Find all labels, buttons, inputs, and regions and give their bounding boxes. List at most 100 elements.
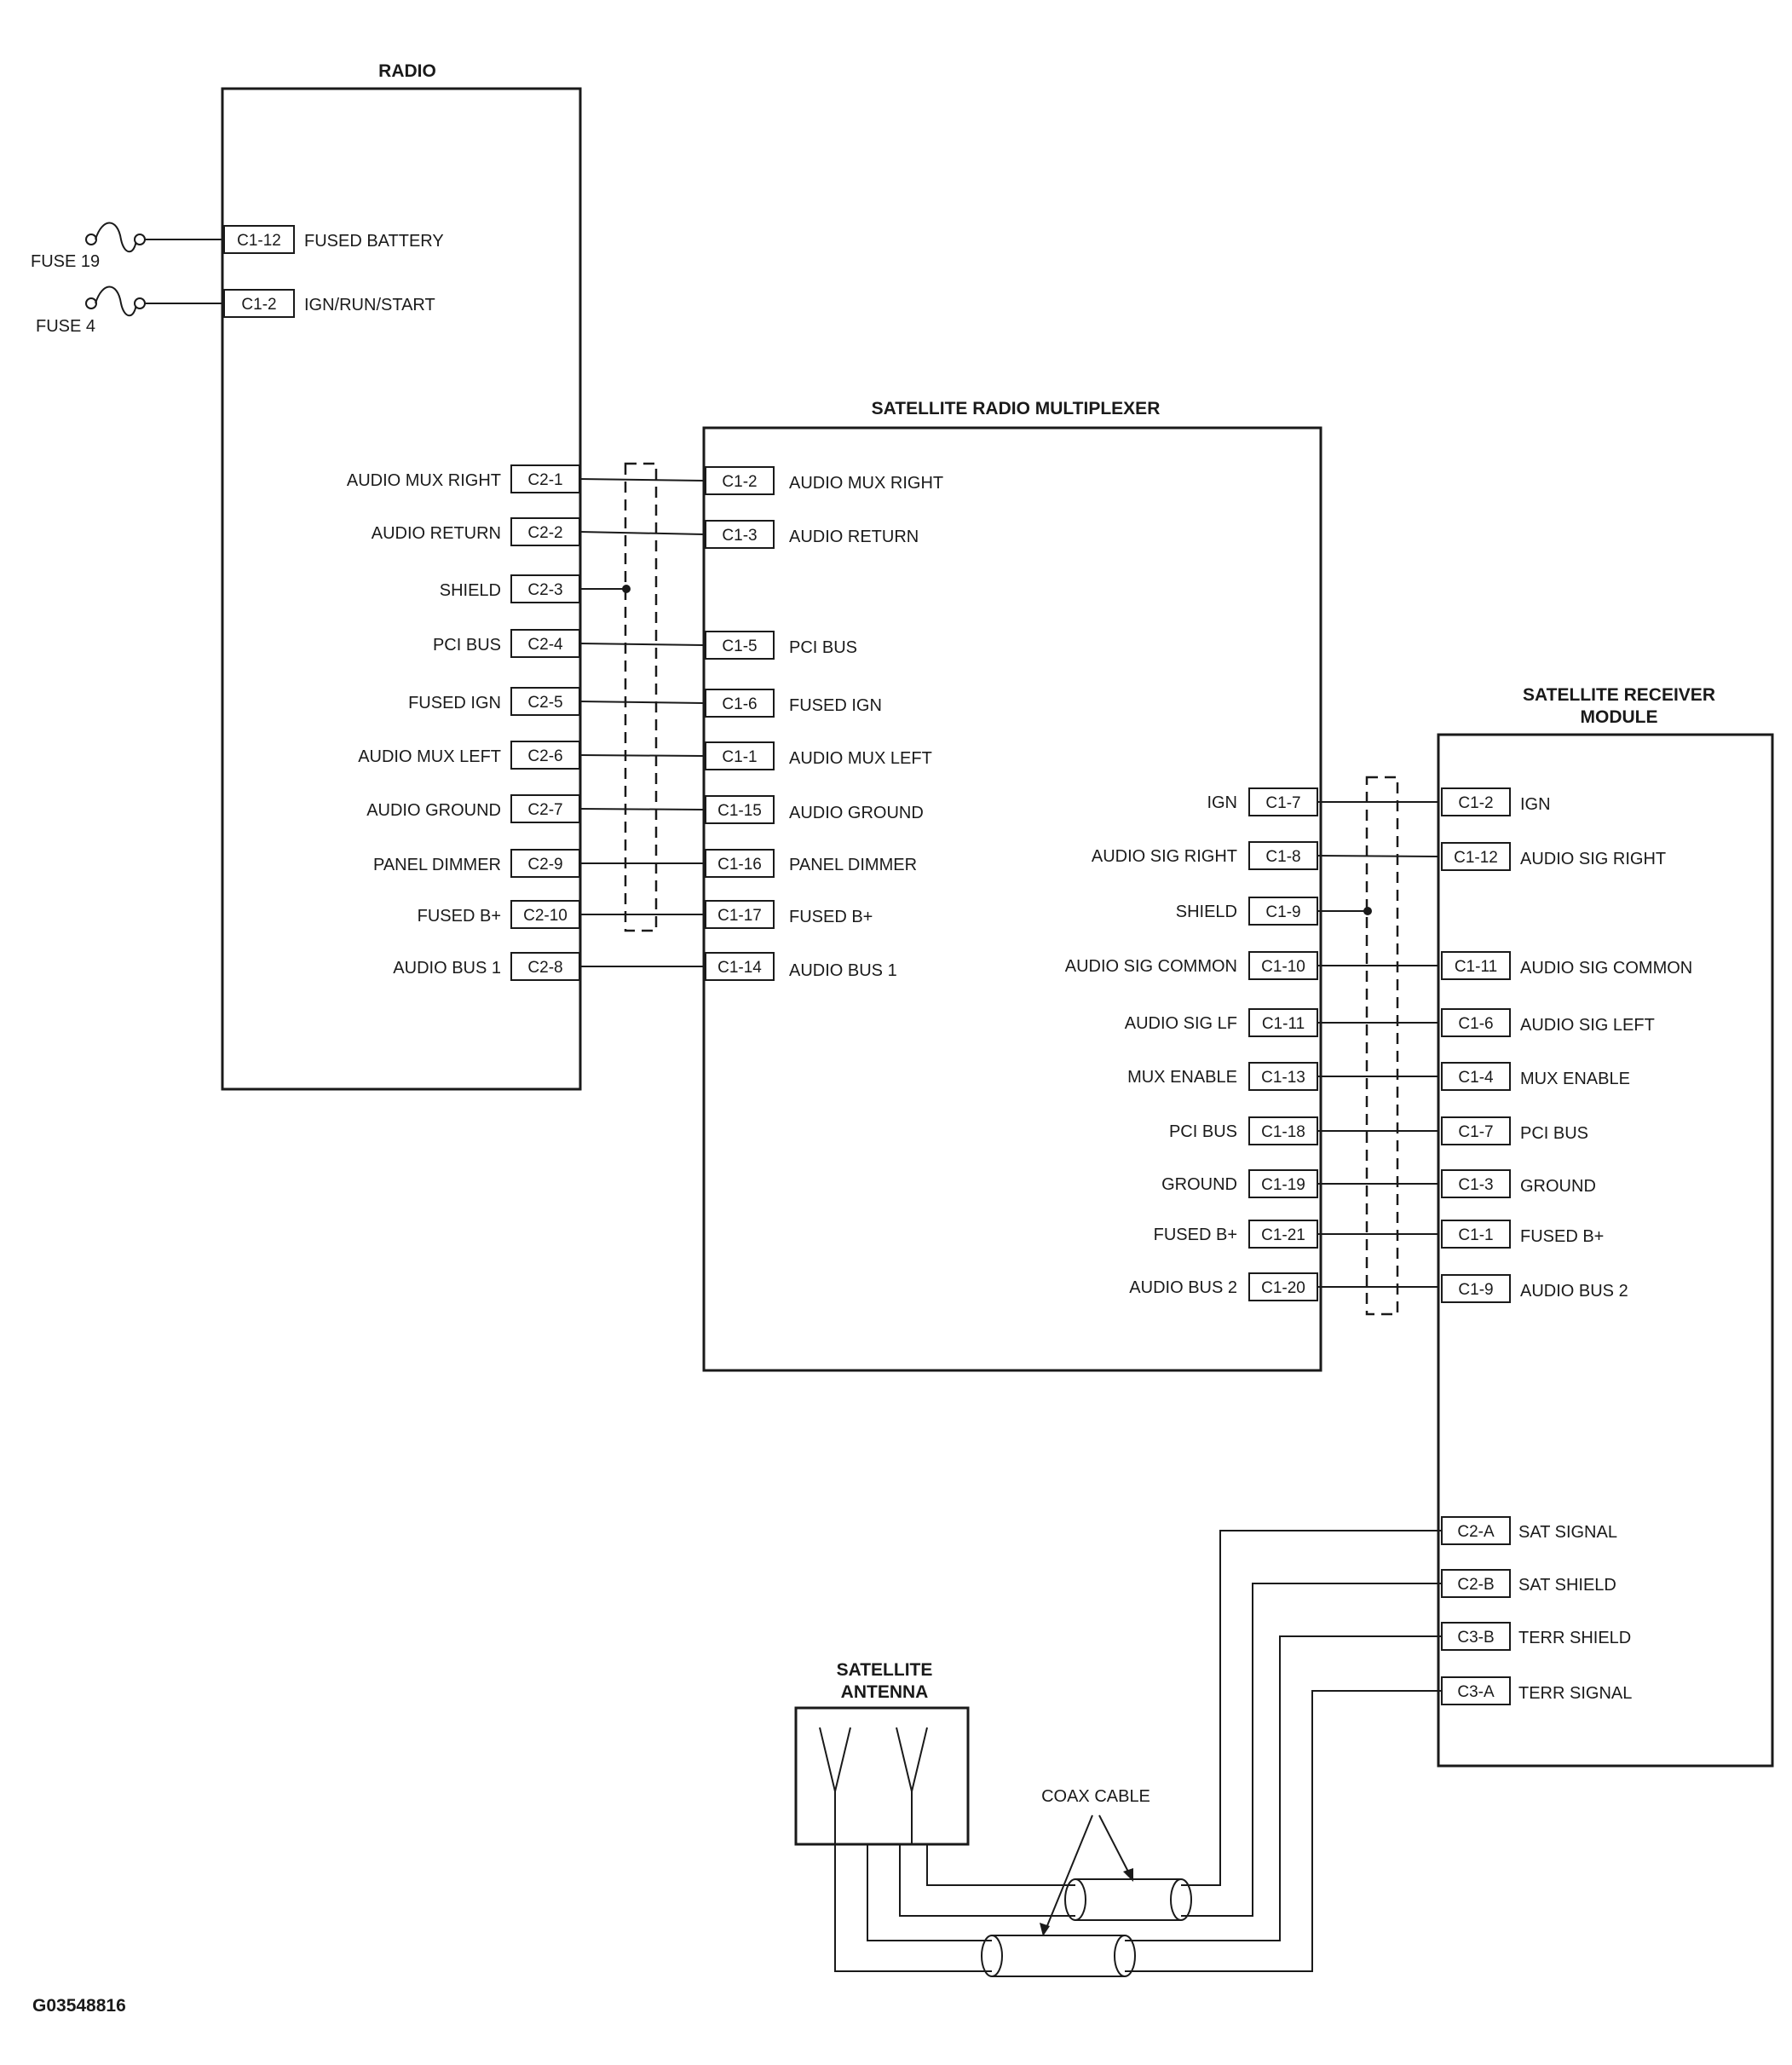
antenna-element-icon — [819, 1727, 851, 1844]
mux-pin-label: AUDIO SIG COMMON — [1065, 957, 1237, 976]
mux-pin-label: AUDIO MUX LEFT — [789, 749, 932, 768]
radio-pin-label: PCI BUS — [433, 636, 501, 655]
radio-pin-label: AUDIO RETURN — [372, 524, 501, 543]
receiver-pin: C1-2 — [1458, 794, 1493, 812]
radio-pin: C2-8 — [527, 959, 562, 977]
mux-pin-label: FUSED B+ — [789, 908, 873, 926]
radio-title: RADIO — [378, 61, 436, 81]
receiver-pin-label: SAT SIGNAL — [1518, 1523, 1617, 1542]
coax-cable-sheath-2 — [981, 1935, 1136, 1977]
radio-mux-harness — [579, 462, 705, 967]
receiver-pin: C3-B — [1457, 1629, 1494, 1647]
mux-pin: C1-2 — [722, 473, 757, 491]
radio-pin: C2-2 — [527, 524, 562, 542]
antenna-title-line1: SATELLITE — [837, 1660, 933, 1680]
mux-pin-label: GROUND — [1161, 1175, 1237, 1194]
receiver-title-line1: SATELLITE RECEIVER — [1523, 685, 1715, 705]
mux-pin: C1-1 — [722, 748, 757, 766]
mux-pin: C1-21 — [1261, 1226, 1305, 1244]
mux-left-connector-1: C1-2 AUDIO MUX RIGHT — [705, 466, 943, 495]
receiver-pin-label: TERR SIGNAL — [1518, 1684, 1632, 1703]
radio-connector-8: C2-9 PANEL DIMMER — [373, 849, 580, 878]
radio-connector-10: C2-8 AUDIO BUS 1 — [393, 952, 580, 981]
receiver-pin-label: TERR SHIELD — [1518, 1629, 1631, 1647]
receiver-pin-label: AUDIO SIG COMMON — [1520, 959, 1692, 978]
mux-pin: C1-20 — [1261, 1279, 1305, 1297]
radio-pin: C2-9 — [527, 856, 562, 874]
receiver-pin-label: FUSED B+ — [1520, 1227, 1604, 1246]
mux-right-connector-5: C1-11 AUDIO SIG LF — [1125, 1008, 1318, 1037]
radio-pin-label: FUSED B+ — [418, 907, 501, 926]
mux-pin: C1-13 — [1261, 1069, 1305, 1087]
mux-pin: C1-18 — [1261, 1123, 1305, 1141]
receiver-pin: C1-11 — [1455, 958, 1497, 976]
receiver-pin-label: SAT SHIELD — [1518, 1576, 1616, 1595]
radio-pin: C2-3 — [527, 581, 562, 599]
radio-pin: C2-4 — [527, 636, 563, 654]
receiver-connector-10: C1-9 AUDIO BUS 2 — [1441, 1274, 1628, 1303]
receiver-pin-label: AUDIO BUS 2 — [1520, 1282, 1628, 1301]
mux-pin: C1-16 — [717, 856, 762, 874]
mux-pin-label: AUDIO MUX RIGHT — [789, 474, 943, 493]
coax-cable-label: COAX CABLE — [1041, 1787, 1150, 1806]
radio-pin-label: AUDIO MUX RIGHT — [347, 471, 501, 490]
mux-pin-label: FUSED B+ — [1154, 1226, 1237, 1244]
radio-fused-battery-pin: C1-12 — [237, 232, 281, 250]
receiver-pin: C1-7 — [1458, 1123, 1493, 1141]
mux-pin-label: PCI BUS — [789, 638, 857, 657]
mux-right-connector-8: C1-19 GROUND — [1161, 1169, 1318, 1198]
receiver-pin: C2-B — [1457, 1576, 1494, 1594]
receiver-pin-label: MUX ENABLE — [1520, 1070, 1630, 1088]
fuse4-symbol — [85, 286, 146, 317]
radio-pin-label: AUDIO MUX LEFT — [358, 747, 501, 766]
receiver-pin: C1-4 — [1458, 1069, 1494, 1087]
mux-pin: C1-7 — [1265, 794, 1300, 812]
mux-pin: C1-17 — [717, 907, 762, 925]
receiver-pin: C1-9 — [1458, 1281, 1493, 1299]
antenna-box — [794, 1706, 970, 1846]
receiver-connector-4: C1-11 AUDIO SIG COMMON — [1441, 951, 1692, 980]
radio-pin: C2-6 — [527, 747, 562, 765]
receiver-pin: C2-A — [1457, 1523, 1495, 1541]
radio-connector-4: C2-4 PCI BUS — [433, 629, 580, 658]
mux-pin: C1-19 — [1261, 1176, 1305, 1194]
radio-ign-pin: C1-2 — [241, 296, 276, 314]
radio-pin-label: FUSED IGN — [408, 694, 501, 712]
receiver-connector-2: C1-12 AUDIO SIG RIGHT — [1441, 842, 1666, 871]
receiver-pin-label: AUDIO SIG RIGHT — [1520, 850, 1666, 868]
mux-pin: C1-11 — [1262, 1015, 1305, 1033]
receiver-connector-6: C1-4 MUX ENABLE — [1441, 1062, 1630, 1091]
radio-connector-6: C2-6 AUDIO MUX LEFT — [358, 741, 580, 770]
mux-pin-label: AUDIO SIG LF — [1125, 1014, 1237, 1033]
receiver-pin: C1-6 — [1458, 1015, 1493, 1033]
radio-pin-label: AUDIO BUS 1 — [393, 959, 501, 978]
receiver-pin: C1-12 — [1454, 849, 1498, 867]
mux-pin: C1-10 — [1261, 958, 1305, 976]
radio-pin: C2-7 — [527, 801, 562, 819]
mux-pin-label: AUDIO RETURN — [789, 528, 919, 546]
mux-pin-label: AUDIO GROUND — [789, 804, 924, 822]
mux-pin-label: AUDIO SIG RIGHT — [1092, 847, 1237, 866]
radio-ign-label: IGN/RUN/START — [304, 296, 435, 314]
radio-pin-label: AUDIO GROUND — [366, 801, 501, 820]
receiver-box — [1437, 733, 1774, 1768]
fuse19-label: FUSE 19 — [31, 252, 100, 271]
radio-connector-2: C2-2 AUDIO RETURN — [372, 517, 580, 546]
multiplexer-title: SATELLITE RADIO MULTIPLEXER — [872, 399, 1161, 418]
radio-pin-label: PANEL DIMMER — [373, 856, 501, 874]
mux-pin: C1-8 — [1265, 848, 1300, 866]
